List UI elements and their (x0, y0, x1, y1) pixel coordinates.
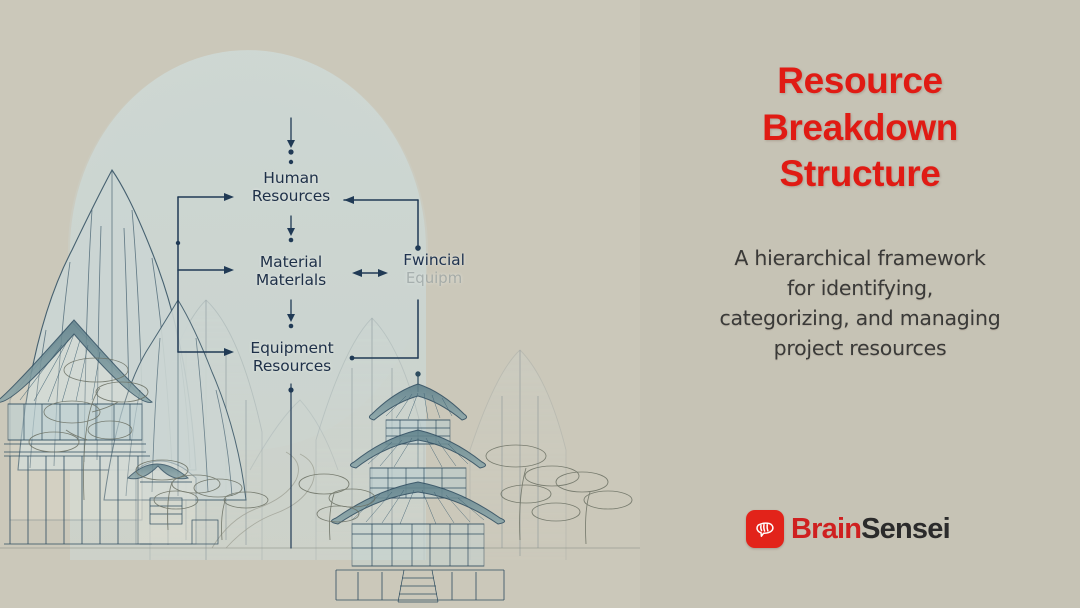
subtitle-line-3: categorizing, and managing (719, 306, 1001, 331)
brand-wordmark: BrainSensei (791, 512, 951, 545)
illustration-artwork (0, 50, 640, 603)
illustration-panel: Human Resources Material Materlals Fwinc… (0, 50, 640, 603)
page-title: Resource Breakdown Structure (640, 58, 1080, 198)
title-line-3: Structure (779, 153, 941, 195)
title-line-1: Resource (777, 60, 943, 101)
brand-logo: BrainSensei (746, 510, 951, 548)
brand-word-brain: Brain (791, 512, 862, 545)
pine-trees (28, 357, 633, 545)
winding-path (211, 451, 315, 549)
brand-word-sensei: Sensei (861, 512, 951, 545)
page-subtitle: A hierarchical framework for identifying… (640, 243, 1080, 364)
brain-icon (746, 510, 784, 548)
diagram-connectors (175, 117, 421, 549)
subtitle-line-2: for identifying, (787, 276, 933, 301)
right-pagoda (331, 371, 505, 603)
subtitle-line-4: project resources (773, 336, 947, 361)
text-panel: Resource Breakdown Structure A hierarchi… (640, 0, 1080, 608)
title-line-2: Breakdown (762, 106, 958, 148)
subtitle-line-1: A hierarchical framework (734, 246, 986, 270)
left-temple (0, 319, 219, 545)
